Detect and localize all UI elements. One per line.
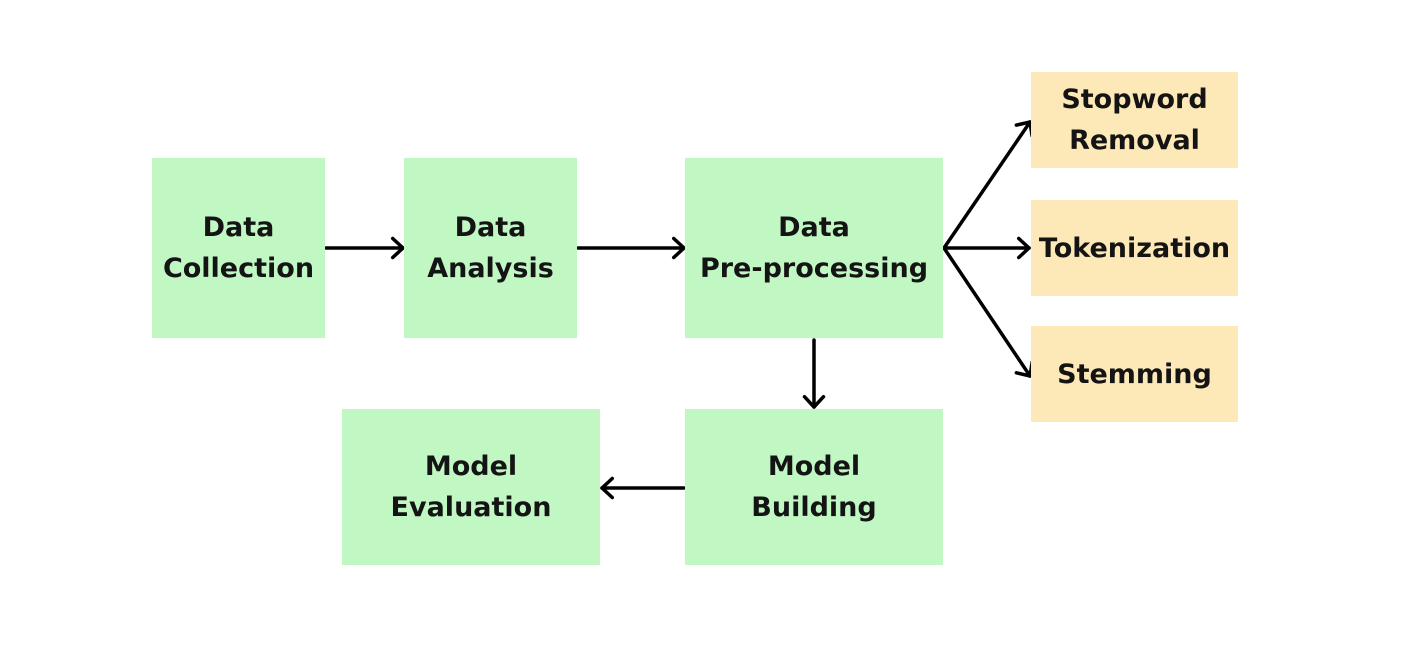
node-stemming: Stemming (1031, 326, 1238, 422)
arrow-data-preprocessing-to-tokenization (942, 236, 1031, 260)
node-model-evaluation: Model Evaluation (342, 409, 600, 565)
arrow-data-preprocessing-to-stemming (942, 246, 1034, 378)
arrow-model-building-to-model-evaluation (600, 476, 686, 500)
arrow-data-preprocessing-to-stopword-removal (942, 120, 1034, 250)
arrow-shaft (942, 246, 1032, 378)
node-data-preprocessing: Data Pre-processing (685, 158, 943, 338)
node-data-analysis-line-2: Analysis (427, 253, 554, 284)
node-stopword-removal-line-1: Stopword (1061, 84, 1208, 115)
arrowhead (600, 476, 615, 500)
arrow-data-analysis-to-data-preprocessing (576, 236, 686, 260)
arrowhead (1016, 236, 1031, 260)
node-data-collection-line-1: Data (202, 212, 275, 243)
node-model-building-line-1: Model (767, 451, 861, 482)
node-data-preprocessing-line-2: Pre-processing (699, 253, 929, 284)
node-tokenization: Tokenization (1031, 200, 1238, 296)
node-tokenization-line-1: Tokenization (1038, 232, 1231, 264)
arrow-shaft (942, 120, 1032, 250)
arrowhead (390, 236, 405, 260)
node-stopword-removal: Stopword Removal (1031, 72, 1238, 168)
node-model-building: Model Building (685, 409, 943, 565)
node-model-evaluation-line-2: Evaluation (390, 492, 552, 523)
arrow-data-collection-to-data-analysis (324, 236, 405, 260)
node-stopword-removal-line-2: Removal (1069, 125, 1200, 156)
arrow-data-preprocessing-to-model-building (802, 338, 826, 409)
arrowhead (802, 394, 826, 409)
node-data-preprocessing-line-1: Data (778, 212, 850, 243)
node-data-analysis-line-1: Data (454, 212, 527, 243)
node-data-collection-line-2: Collection (162, 253, 315, 284)
node-model-evaluation-line-1: Model (424, 451, 518, 482)
node-model-building-line-2: Building (751, 492, 877, 523)
node-stemming-line-1: Stemming (1057, 358, 1212, 390)
node-data-collection: Data Collection (152, 158, 325, 338)
arrowhead (671, 236, 686, 260)
node-data-analysis: Data Analysis (404, 158, 577, 338)
